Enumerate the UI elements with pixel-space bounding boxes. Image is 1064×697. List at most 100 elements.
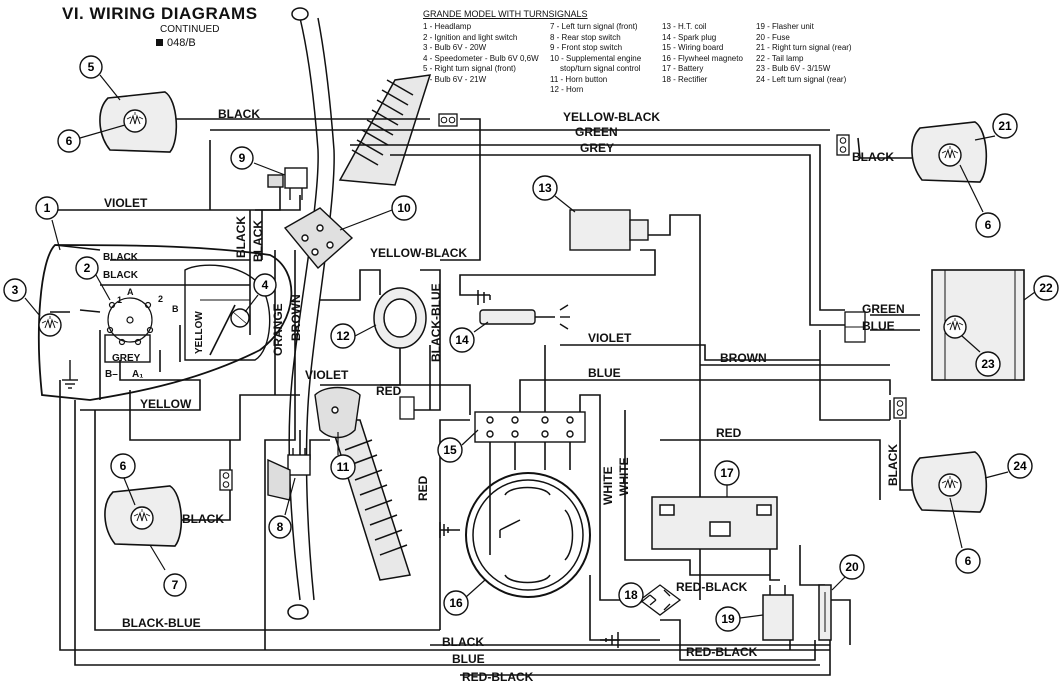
svg-text:21: 21 <box>998 119 1012 133</box>
svg-text:1: 1 <box>44 201 51 215</box>
callout-19: 19 <box>715 606 764 632</box>
legend-item: 17 - Battery <box>662 64 704 73</box>
svg-text:5: 5 <box>88 60 95 74</box>
callout-1: 1 <box>35 196 61 251</box>
svg-text:6: 6 <box>965 554 972 568</box>
svg-text:6: 6 <box>985 218 992 232</box>
wire-label: GREEN <box>575 125 618 139</box>
wire-label: BLACK <box>182 512 224 526</box>
callout-12: 12 <box>330 323 377 349</box>
connector-rear-left <box>893 397 907 419</box>
svg-text:8: 8 <box>277 520 284 534</box>
callout-16: 16 <box>443 579 486 616</box>
callout-11: 11 <box>330 432 356 480</box>
wire-label: B <box>172 304 179 314</box>
wire-label: RED-BLACK <box>462 670 534 684</box>
callout-22: 22 <box>1023 275 1059 301</box>
svg-text:7: 7 <box>172 578 179 592</box>
svg-text:24: 24 <box>1013 459 1027 473</box>
wire-label: YELLOW-BLACK <box>370 246 467 260</box>
callout-21: 21 <box>974 113 1018 141</box>
ground-icon <box>439 522 460 538</box>
legend-item: 16 - Flywheel magneto <box>662 53 743 63</box>
ignition-switch <box>104 297 154 363</box>
fuse <box>818 584 832 641</box>
wire-label: BLACK-BLUE <box>429 283 443 362</box>
svg-text:22: 22 <box>1039 281 1053 295</box>
svg-text:9: 9 <box>239 151 246 165</box>
legend-item: 2 - Ignition and light switch <box>423 32 518 42</box>
right-rear-turn-signal <box>911 121 988 183</box>
callout-6a: 6 <box>57 124 126 153</box>
wire-label: BLACK <box>103 252 139 263</box>
callout-7: 7 <box>149 544 187 597</box>
callout-20: 20 <box>831 554 865 591</box>
legend-item: 6 - Bulb 6V - 21W <box>423 74 487 84</box>
legend-item: 5 - Right turn signal (front) <box>423 64 516 73</box>
legend-col-4: 19 - Flasher unit 20 - Fuse 21 - Right t… <box>756 22 852 85</box>
callout-8: 8 <box>268 477 296 539</box>
wire-label: 1 <box>117 295 122 305</box>
callout-15: 15 <box>437 429 479 463</box>
wire-label: BLACK <box>886 444 900 486</box>
callout-24: 24 <box>984 453 1033 479</box>
wire-label: GREY <box>580 141 614 155</box>
legend-item: 21 - Right turn signal (rear) <box>756 43 852 52</box>
wire-label: YELLOW <box>194 311 205 354</box>
svg-text:17: 17 <box>720 466 734 480</box>
wires <box>37 118 920 676</box>
grip-lines <box>344 79 414 556</box>
wire-label: VIOLET <box>588 331 632 345</box>
connector-rear-right <box>836 134 850 156</box>
wire-label: BLACK <box>251 220 265 262</box>
legend-item: 22 - Tail lamp <box>756 53 804 63</box>
callout-13: 13 <box>532 175 576 213</box>
wire-label: BLUE <box>452 652 485 666</box>
callout-18: 18 <box>618 582 651 608</box>
figure-code-text: 048/B <box>167 37 196 49</box>
legend-item: 7 - Left turn signal (front) <box>550 22 638 31</box>
speedometer <box>184 264 271 361</box>
horn-button <box>314 386 361 439</box>
callouts: 1 2 3 4 5 6 7 8 9 10 11 12 13 14 15 16 1… <box>3 55 1059 632</box>
wire-label: B– <box>105 369 118 380</box>
callout-2: 2 <box>75 256 111 301</box>
legend-col-1: 1 - Headlamp 2 - Ignition and light swit… <box>423 22 539 85</box>
legend-item: 3 - Bulb 6V - 20W <box>423 43 487 52</box>
wire-label: RED <box>716 426 742 440</box>
legend-item: 15 - Wiring board <box>662 43 724 52</box>
wire-label: BLUE <box>862 319 895 333</box>
svg-text:11: 11 <box>337 460 350 474</box>
wire-label: VIOLET <box>104 196 148 210</box>
svg-text:3: 3 <box>12 283 19 297</box>
svg-text:23: 23 <box>981 357 995 371</box>
callout-5: 5 <box>79 55 121 101</box>
wire-label: BLACK <box>852 150 894 164</box>
battery <box>651 496 778 550</box>
right-front-turn-signal <box>99 91 178 153</box>
wire-label: RED <box>376 384 402 398</box>
connector-horn <box>399 396 415 420</box>
wire-label: YELLOW <box>140 397 192 411</box>
wire-label: WHITE <box>601 466 615 505</box>
page-title: VI. WIRING DIAGRAMS <box>62 4 258 23</box>
callout-3: 3 <box>3 278 41 317</box>
svg-text:16: 16 <box>449 596 463 610</box>
wire-label: RED <box>416 475 430 501</box>
wire-label: GREY <box>112 353 141 364</box>
callout-6d: 6 <box>949 497 981 574</box>
wire-label: BLACK-BLUE <box>122 616 201 630</box>
engine-stop-control <box>283 207 354 270</box>
left-front-turn-signal <box>104 485 183 547</box>
legend-item: 12 - Horn <box>550 85 584 94</box>
flasher-unit <box>762 585 794 641</box>
legend-item: 18 - Rectifier <box>662 74 708 84</box>
callout-14: 14 <box>449 321 489 353</box>
callout-6b: 6 <box>959 164 1001 238</box>
wire-label: BLACK <box>218 107 260 121</box>
legend-item: 23 - Bulb 6V - 3/15W <box>756 64 831 73</box>
svg-text:2: 2 <box>84 261 91 275</box>
svg-text:18: 18 <box>624 588 638 602</box>
svg-text:12: 12 <box>336 329 350 343</box>
